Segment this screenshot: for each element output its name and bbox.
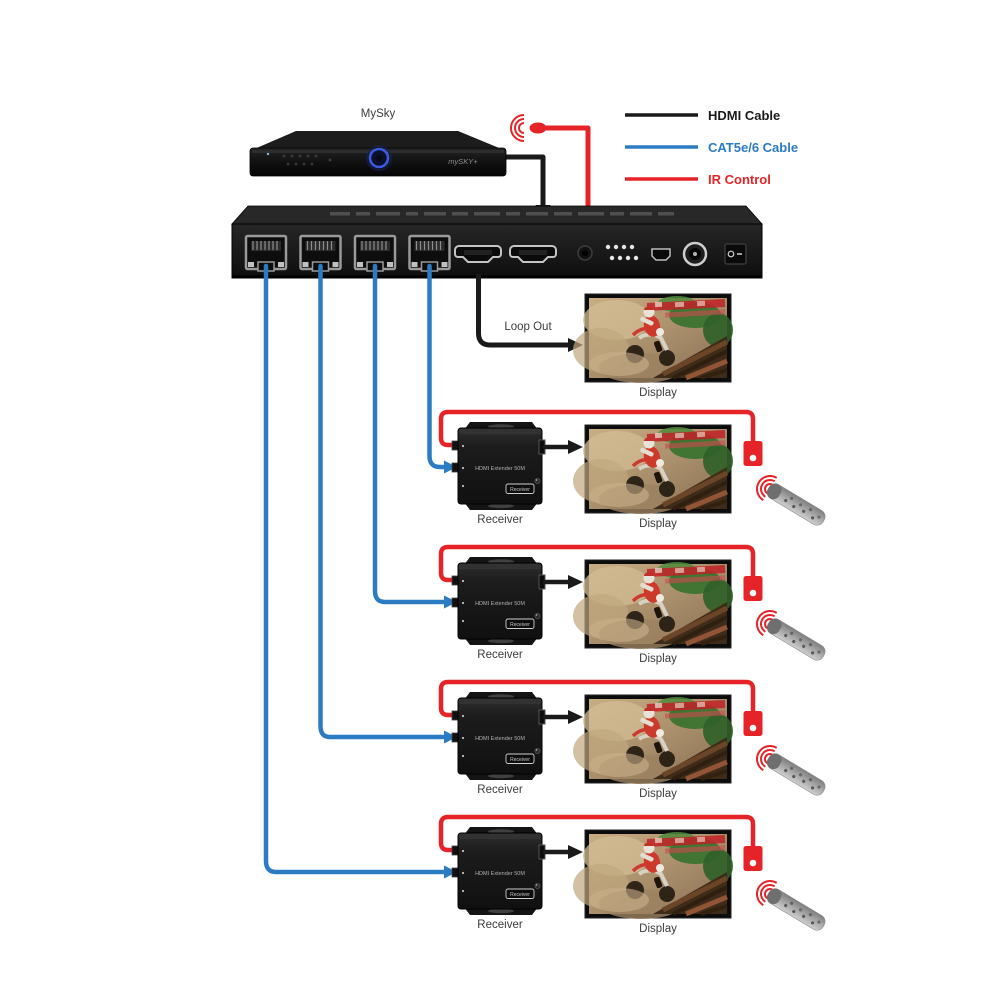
display-row-1 [573, 425, 733, 514]
receiver-device-badge: Receiver [510, 892, 530, 898]
receiver-label-row-4: Receiver [477, 919, 523, 931]
arrowhead [444, 460, 457, 474]
receiver-device-badge: Receiver [510, 622, 530, 628]
mysky-label: MySky [361, 108, 396, 120]
legend-label-ir: IR Control [708, 172, 771, 187]
receiver-label-row-3: Receiver [477, 784, 523, 796]
receiver-device-badge: Receiver [510, 757, 530, 763]
mysky-box: mySKY+ [249, 131, 507, 177]
ir-waves-source [510, 114, 525, 142]
legend-item-ir: IR Control [625, 172, 771, 187]
display-label-row-2: Display [639, 653, 677, 665]
receiver-device-badge: Receiver [510, 487, 530, 493]
dip-switches [605, 244, 639, 261]
receiver-device-text: HDMI Extender 50M [475, 601, 525, 607]
display-label-row-4: Display [639, 923, 677, 935]
cat-cable-4 [427, 263, 448, 470]
legend-label-hdmi: HDMI Cable [708, 108, 780, 123]
loop-out-display [573, 294, 733, 383]
receiver-label-row-1: Receiver [477, 514, 523, 526]
arrowhead [444, 730, 457, 744]
arrowhead [444, 865, 457, 879]
loop-out-cable [476, 273, 571, 348]
legend: HDMI Cable CAT5e/6 Cable IR Control [625, 108, 798, 187]
ir-cable-source [542, 125, 591, 219]
receiver-device-text: HDMI Extender 50M [475, 466, 525, 472]
brand-text: mySKY+ [448, 157, 478, 166]
display-row-3 [573, 695, 733, 784]
receiver-device-text: HDMI Extender 50M [475, 736, 525, 742]
legend-item-hdmi: HDMI Cable [625, 108, 780, 123]
cat-cable-3 [372, 263, 448, 605]
power-switch [724, 243, 747, 265]
display-row-4 [573, 830, 733, 919]
button-glow [366, 145, 392, 171]
legend-item-cat: CAT5e/6 Cable [625, 140, 798, 155]
receiver-label-row-2: Receiver [477, 649, 523, 661]
display-label-row-1: Display [639, 518, 677, 530]
display-label-row-3: Display [639, 788, 677, 800]
front-buttons [282, 154, 332, 166]
splitter-top-print [330, 212, 674, 216]
display-row-2 [573, 560, 733, 649]
hdmi-cable-source [497, 154, 546, 209]
loop-out-display-label: Display [639, 387, 677, 399]
cat-cable-1 [263, 263, 448, 875]
arrowhead [444, 595, 457, 609]
mini-usb-port [651, 248, 671, 261]
hdmi-splitter-unit [231, 205, 763, 279]
cat-cable-2 [318, 263, 448, 740]
power-led [266, 152, 270, 156]
receiver-device-text: HDMI Extender 50M [475, 871, 525, 877]
loop-out-label: Loop Out [504, 321, 552, 333]
legend-label-cat: CAT5e/6 Cable [708, 140, 798, 155]
ir-emitter-blob [529, 122, 547, 134]
